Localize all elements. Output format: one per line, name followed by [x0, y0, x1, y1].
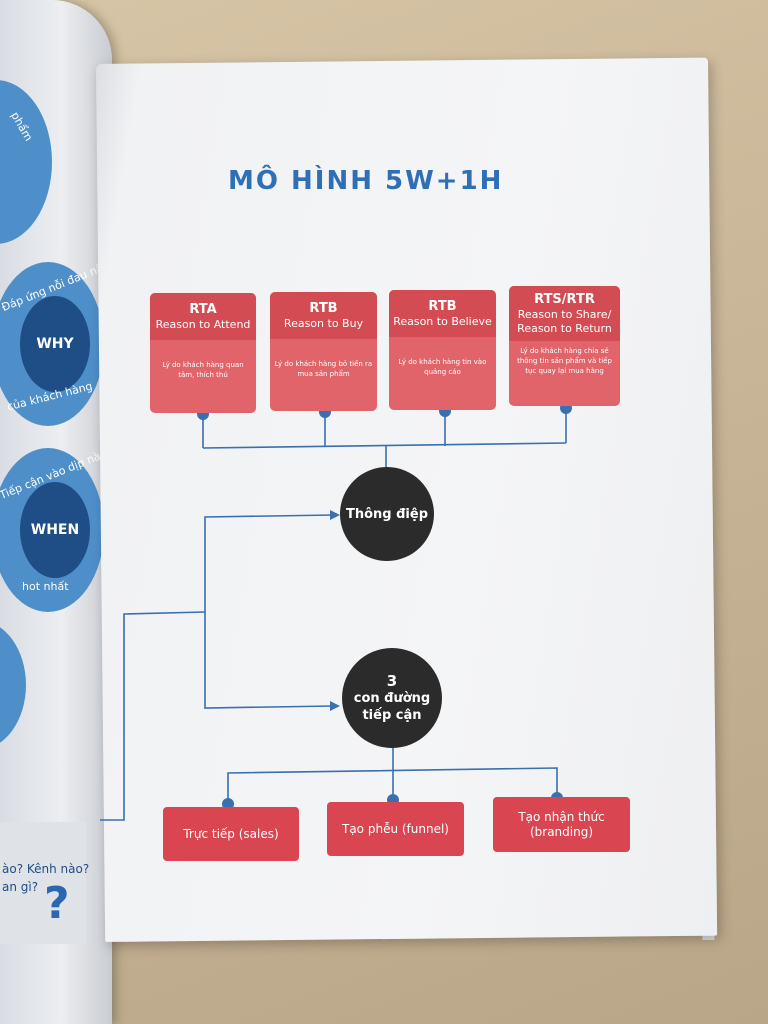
question-mark: ? [44, 878, 70, 929]
card-rtb-buy: RTB Reason to Buy Lý do khách hàng bỏ ti… [270, 292, 377, 411]
channel-branding: Tạo nhận thức (branding) [493, 797, 630, 852]
card-rtb-believe-name: Reason to Believe [393, 315, 492, 328]
card-rtb-buy-desc: Lý do khách hàng bỏ tiền ra mua sản phẩm [274, 360, 373, 378]
connector-left-bracket [204, 514, 335, 709]
card-rts-rtr-name: Reason to Share/ Reason to Return [517, 308, 612, 335]
when-inner: WHEN [20, 482, 90, 578]
card-rta-name: Reason to Attend [155, 318, 251, 331]
card-rts-rtr-head: RTS/RTR Reason to Share/ Reason to Retur… [509, 286, 620, 341]
card-rts-rtr-desc: Lý do khách hàng chia sẻ thông tin sản p… [517, 347, 612, 375]
card-rts-rtr-abbr: RTS/RTR [534, 292, 595, 307]
channel-funnel-label: Tạo phễu (funnel) [342, 821, 449, 836]
card-rta-head: RTA Reason to Attend [150, 293, 256, 340]
card-rtb-believe-desc: Lý do khách hàng tin vào quảng cáo [398, 358, 487, 376]
message-label: Thông điệp [345, 506, 429, 522]
left-circle-when: WHEN Tiếp cận vào dịp nào hot nhất [0, 447, 109, 612]
paths-line1: con đường [353, 690, 431, 706]
paths-circle: 3 con đường tiếp cận [342, 648, 442, 748]
connector-bus-top [202, 442, 567, 449]
card-rtb-buy-abbr: RTB [309, 301, 338, 316]
left-page: phẩm WHY Đáp ứng nỗi đau nào của khách h… [0, 0, 112, 1024]
left-circle-why: WHY Đáp ứng nỗi đau nào của khách hàng [0, 259, 111, 426]
why-label: WHY [36, 336, 74, 352]
card-rtb-buy-name: Reason to Buy [283, 317, 364, 330]
arrow-to-message [330, 510, 340, 520]
channel-funnel: Tạo phễu (funnel) [327, 802, 464, 856]
left-bottom-line2: an gì? [2, 880, 39, 894]
card-rta-abbr: RTA [189, 302, 217, 317]
card-rtb-buy-head: RTB Reason to Buy [270, 292, 377, 339]
when-label: WHEN [30, 522, 80, 538]
channel-direct-label: Trực tiếp (sales) [183, 826, 279, 841]
channel-branding-label: Tạo nhận thức (branding) [518, 809, 605, 839]
card-rta-desc: Lý do khách hàng quan tâm, thích thú [162, 361, 244, 379]
message-circle: Thông điệp [340, 467, 434, 561]
card-rtb-believe-head: RTB Reason to Believe [389, 290, 496, 337]
page-title: MÔ HÌNH 5W+1H [228, 166, 504, 196]
paths-line2: tiếp cận [362, 707, 422, 723]
channel-direct: Trực tiếp (sales) [163, 807, 299, 861]
card-rtb-believe: RTB Reason to Believe Lý do khách hàng t… [389, 290, 496, 410]
card-rtb-believe-abbr: RTB [428, 299, 457, 314]
when-ring-bottom: hot nhất [22, 580, 69, 593]
connector-left-outer [100, 611, 206, 821]
card-rta: RTA Reason to Attend Lý do khách hàng qu… [150, 293, 256, 413]
paths-number: 3 [386, 671, 398, 690]
left-bottom-box: ào? Kênh nào? an gì? [0, 822, 90, 944]
left-bottom-line1: ào? Kênh nào? [2, 862, 90, 876]
arrow-to-paths [330, 701, 340, 711]
why-inner: WHY [20, 296, 90, 392]
card-rts-rtr: RTS/RTR Reason to Share/ Reason to Retur… [509, 286, 620, 406]
